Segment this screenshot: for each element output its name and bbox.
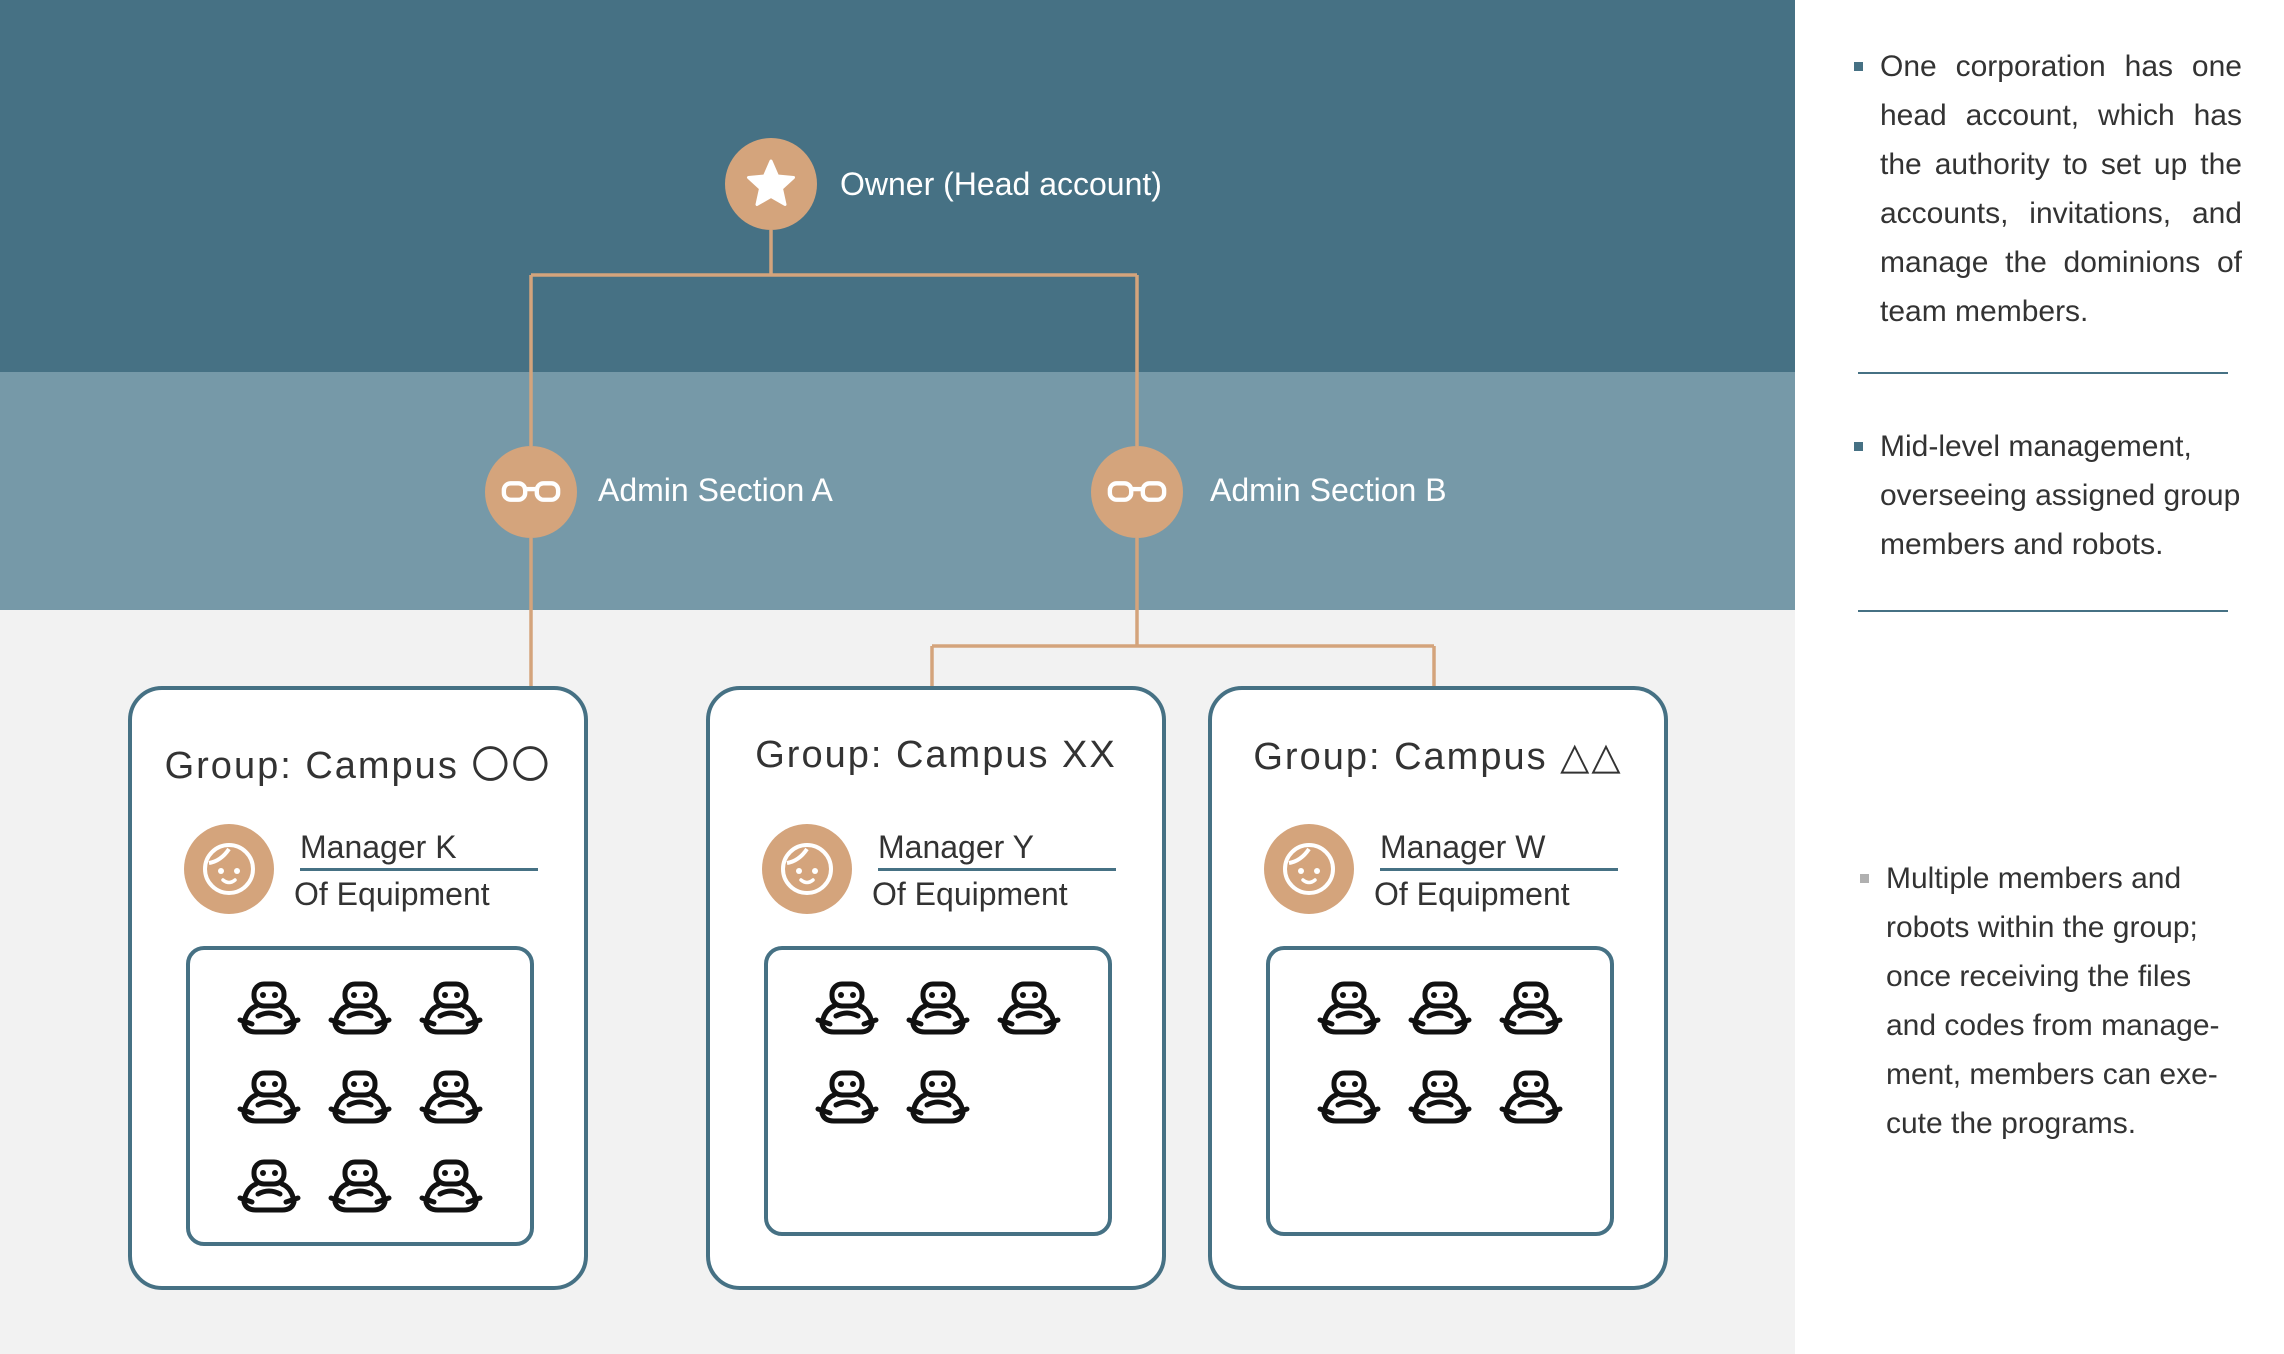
robot-icon (814, 980, 880, 1043)
note-group-text: Multiple members and robots within the g… (1886, 862, 2220, 1140)
robot-icon (418, 980, 484, 1043)
group-title: Group: Campus 〇〇 (164, 745, 552, 787)
robot-icon (327, 1158, 393, 1221)
bullet-icon (1860, 874, 1869, 883)
admin-b-label: Admin Section B (1210, 472, 1447, 508)
equipment-box (186, 946, 534, 1246)
robot-icon (236, 1158, 302, 1221)
face-icon (203, 843, 255, 895)
robot-icon (418, 1158, 484, 1221)
robot-icon (814, 1069, 880, 1132)
admin-a-node (485, 446, 577, 538)
robot-icon (905, 980, 971, 1043)
admin-a-label: Admin Section A (598, 472, 833, 508)
group-card-campus-oo: Group: Campus 〇〇 Manager K Of Equipment (128, 686, 588, 1290)
robot-icon (1316, 1069, 1382, 1132)
robot-icon (327, 980, 393, 1043)
manager-role: Of Equipment (872, 876, 1068, 912)
manager-name: Manager K (300, 828, 538, 871)
group-title: Group: Campus XX (755, 734, 1117, 776)
robot-icon (236, 1069, 302, 1132)
owner-band (0, 0, 1795, 372)
robot-icon (418, 1069, 484, 1132)
robot-icon (236, 980, 302, 1043)
note-owner-text: One corporation has one head account, wh… (1880, 50, 2242, 328)
robot-icon (905, 1069, 971, 1132)
side-notes-panel (1795, 0, 2284, 1354)
robot-icon (1407, 1069, 1473, 1132)
robot-icon (1407, 980, 1473, 1043)
admin-b-node (1091, 446, 1183, 538)
robot-icon (1498, 980, 1564, 1043)
bullet-icon (1854, 62, 1863, 71)
note-admin: Mid-level management, overseeing assigne… (1854, 422, 2252, 569)
owner-node (725, 138, 817, 230)
equipment-box (764, 946, 1112, 1236)
glasses-icon (1107, 481, 1167, 502)
star-icon (747, 159, 795, 206)
manager-role: Of Equipment (294, 876, 490, 912)
manager-avatar (184, 824, 274, 914)
group-card-campus-triangles: Group: Campus △△ Manager W Of Equipment (1208, 686, 1668, 1290)
face-icon (781, 843, 833, 895)
manager-name: Manager W (1380, 828, 1618, 871)
robot-icon (1498, 1069, 1564, 1132)
bullet-icon (1854, 442, 1863, 451)
group-title: Group: Campus △△ (1253, 736, 1623, 778)
robot-grid (814, 980, 1062, 1132)
note-divider (1858, 610, 2228, 612)
face-icon (1283, 843, 1335, 895)
owner-label: Owner (Head account) (840, 166, 1162, 202)
glasses-icon (501, 481, 561, 502)
robot-icon (1316, 980, 1382, 1043)
robot-icon (327, 1069, 393, 1132)
robot-grid (236, 980, 484, 1221)
manager-avatar (1264, 824, 1354, 914)
note-group: Multiple members and robots within the g… (1860, 854, 2236, 1148)
note-owner: One corporation has one head account, wh… (1854, 42, 2242, 336)
note-admin-text: Mid-level management, overseeing assigne… (1880, 430, 2241, 561)
manager-role: Of Equipment (1374, 876, 1570, 912)
group-card-campus-xx: Group: Campus XX Manager Y Of Equipment (706, 686, 1166, 1290)
robot-icon (996, 980, 1062, 1043)
manager-name: Manager Y (878, 828, 1116, 871)
equipment-box (1266, 946, 1614, 1236)
note-divider (1858, 372, 2228, 374)
admin-band (0, 372, 1795, 610)
manager-avatar (762, 824, 852, 914)
robot-grid (1316, 980, 1564, 1132)
